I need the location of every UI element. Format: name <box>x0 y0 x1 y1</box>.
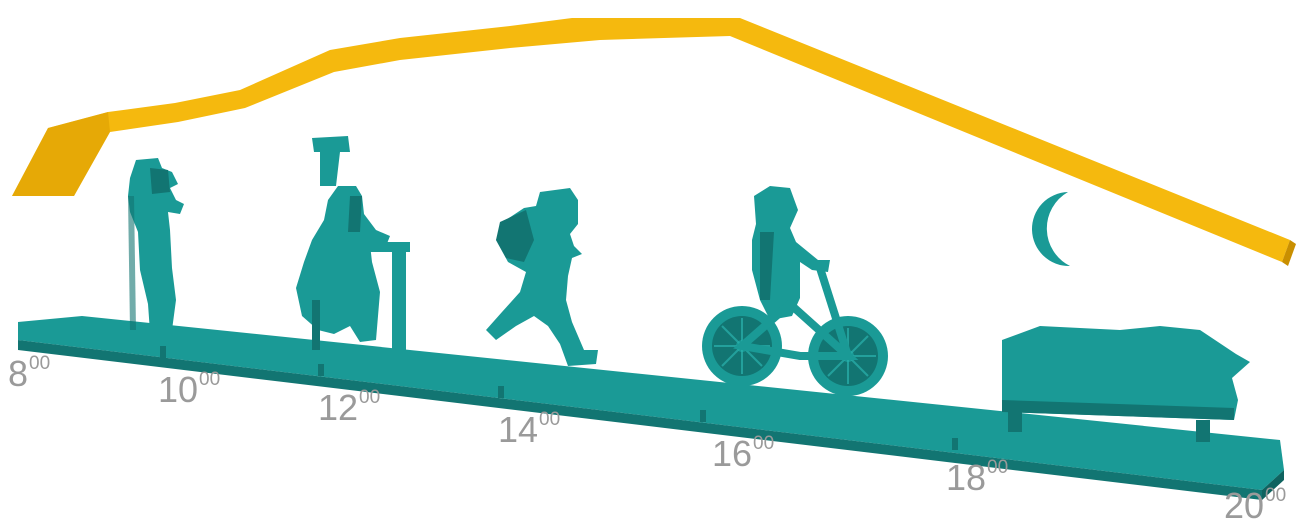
person-with-camera-icon <box>128 158 184 332</box>
child-riding-bicycle-icon <box>702 186 888 396</box>
crescent-moon-icon <box>1032 192 1070 266</box>
sun-path <box>12 18 1296 266</box>
time-label-10: 1000 <box>158 372 220 408</box>
time-label-12: 1200 <box>318 390 380 426</box>
time-label-18: 1800 <box>946 460 1008 496</box>
child-walking-with-backpack-icon <box>486 188 598 366</box>
time-label-16: 1600 <box>712 436 774 472</box>
time-label-20: 2000 <box>1224 488 1286 524</box>
student-at-desk-icon <box>296 136 410 350</box>
time-label-14: 1400 <box>498 412 560 448</box>
time-label-8: 800 <box>8 356 50 392</box>
